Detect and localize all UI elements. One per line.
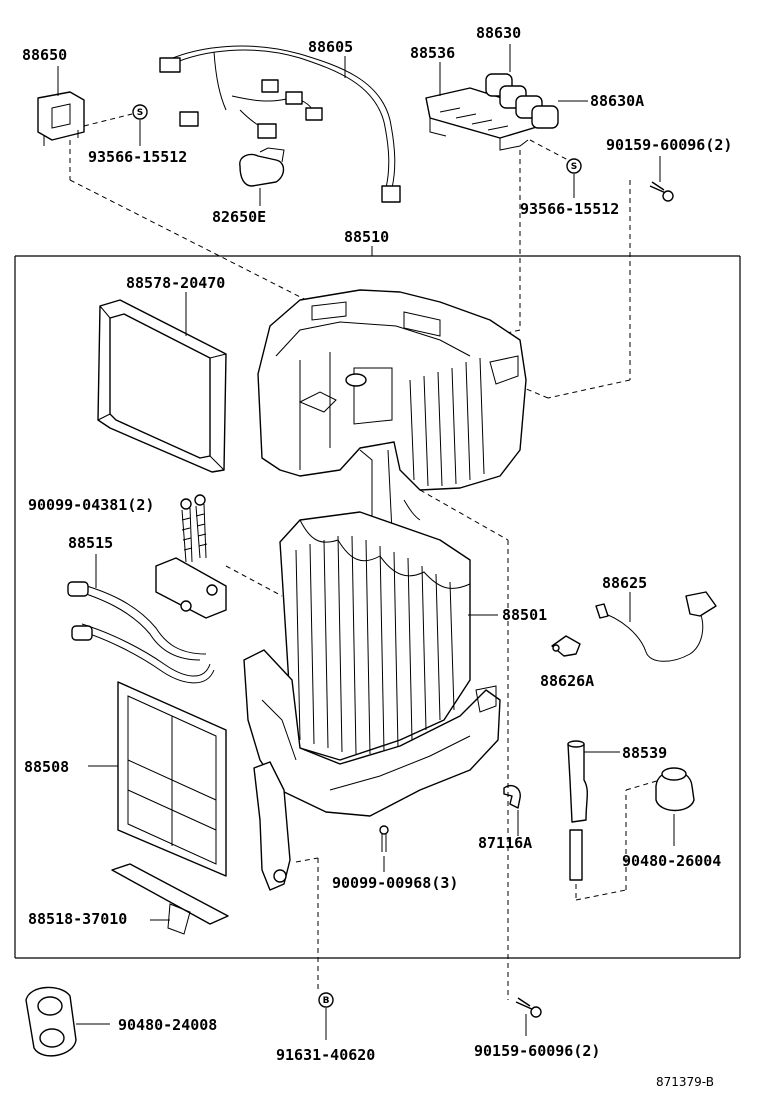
resistor-88630-part [485,44,588,129]
relay-88650-part [37,66,85,146]
label-90099-04381: 90099-04381(2) [28,496,154,514]
b-mark: B [323,996,330,1006]
screw-90099-00968-part [379,825,389,872]
plug-90480-24008-part [25,986,110,1057]
screw-93566-right-part: S [529,139,582,198]
screw-90159-top-part [649,156,674,202]
clip-87116A-part [503,784,521,836]
part-labels: 88650 88605 88536 88630 88630A 90159-600… [22,24,732,1089]
label-87116A: 87116A [478,834,532,852]
label-88578: 88578-20470 [126,274,225,292]
filter-88508-part [88,681,227,877]
label-93566-left: 93566-15512 [88,148,187,166]
label-88539: 88539 [622,744,667,762]
upper-case-88510-part [257,289,527,540]
connector-82650E-part [239,147,285,206]
label-90159-top: 90159-60096(2) [606,136,732,154]
evaporator-88501-part [243,511,501,891]
label-88501: 88501 [502,606,547,624]
label-93566-right: 93566-15512 [520,200,619,218]
s-mark-right: S [571,162,577,172]
label-88630: 88630 [476,24,521,42]
drain-hose-88539-part [567,740,661,901]
thermistor-88625-part [595,591,717,662]
label-88518: 88518-37010 [28,910,127,928]
screw-93566-left-part: S [83,104,148,146]
label-91631: 91631-40620 [276,1046,375,1064]
label-88605: 88605 [308,38,353,56]
bolt-91631-part: B [318,992,334,1040]
label-88650: 88650 [22,46,67,64]
label-88515: 88515 [68,534,113,552]
label-88630A: 88630A [590,92,644,110]
label-88536: 88536 [410,44,455,62]
label-90480-24008: 90480-24008 [118,1016,217,1034]
label-82650E: 82650E [212,208,266,226]
filter-frame-88578-part [97,292,227,473]
label-90480-26004: 90480-26004 [622,852,721,870]
grommet-90480-26004-part [655,767,695,846]
label-88508: 88508 [24,758,69,776]
screw-90099-04381-part [180,494,208,563]
label-88626A: 88626A [540,672,594,690]
s-mark-left: S [137,108,143,118]
bracket-88518-part [111,863,229,935]
diagram-id: 871379-B [656,1075,714,1089]
label-90159-bottom: 90159-60096(2) [474,1042,600,1060]
expansion-valve-88515-part [67,554,283,684]
dashed-leaders-bottom [295,489,509,1000]
label-90099-00968: 90099-00968(3) [332,874,458,892]
assembly-frame [14,246,741,959]
wire-harness-88605-part [159,45,401,203]
screw-90159-bottom-part [515,997,542,1036]
clip-88626A-part [551,635,581,657]
label-88510: 88510 [344,228,389,246]
label-88625: 88625 [602,574,647,592]
